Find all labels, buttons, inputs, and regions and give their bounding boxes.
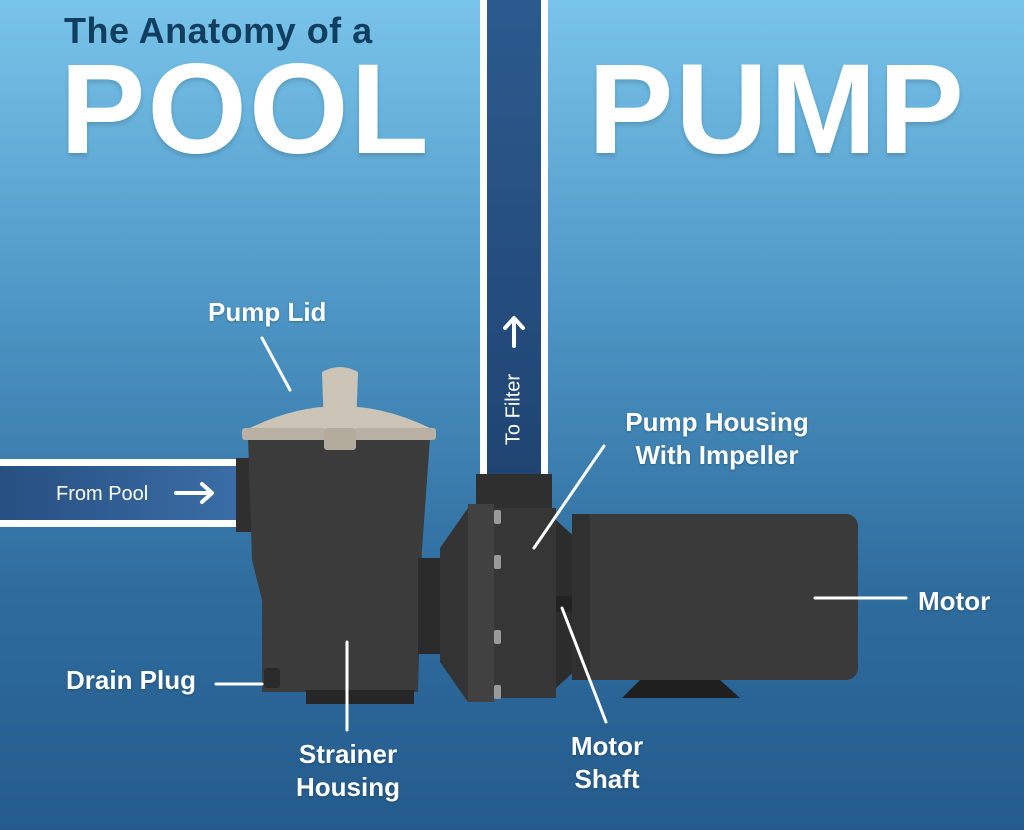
- connector: [418, 474, 552, 702]
- leader-pump-lid: [260, 336, 292, 392]
- leader-housing-impeller: [532, 444, 606, 550]
- leader-lines: [214, 336, 908, 732]
- label-motor-shaft-line1: Motor: [570, 731, 644, 761]
- leader-motor-shaft: [560, 606, 608, 724]
- label-pump-housing: Pump Housing With Impeller: [612, 406, 822, 471]
- strainer-housing: [236, 438, 430, 704]
- label-pump-housing-line2: With Impeller: [635, 439, 799, 470]
- label-strainer-line1: Strainer: [298, 739, 398, 769]
- drain-plug: [264, 668, 280, 688]
- label-motor: Motor: [918, 586, 991, 616]
- motor: [572, 514, 858, 698]
- right-arrow-icon: [174, 482, 214, 504]
- label-motor-shaft: Motor Shaft: [554, 730, 660, 795]
- label-from-pool: From Pool: [56, 483, 149, 505]
- label-strainer-line2: Housing: [296, 771, 400, 802]
- pump-lid: [242, 367, 436, 450]
- label-pump-lid: Pump Lid: [208, 297, 327, 327]
- title-word-pool: POOL: [60, 38, 431, 181]
- title-word-pump: PUMP: [588, 38, 966, 181]
- outlet-pipe: [480, 0, 548, 480]
- title-line: The Anatomy of a: [64, 10, 373, 51]
- label-pump-housing-line1: Pump Housing: [625, 407, 809, 437]
- label-motor-shaft-line2: Shaft: [574, 763, 640, 794]
- up-arrow-icon: [503, 316, 525, 348]
- label-drain-plug: Drain Plug: [66, 665, 197, 695]
- label-strainer-housing: Strainer Housing: [284, 738, 412, 803]
- label-to-filter: To Filter: [502, 373, 525, 446]
